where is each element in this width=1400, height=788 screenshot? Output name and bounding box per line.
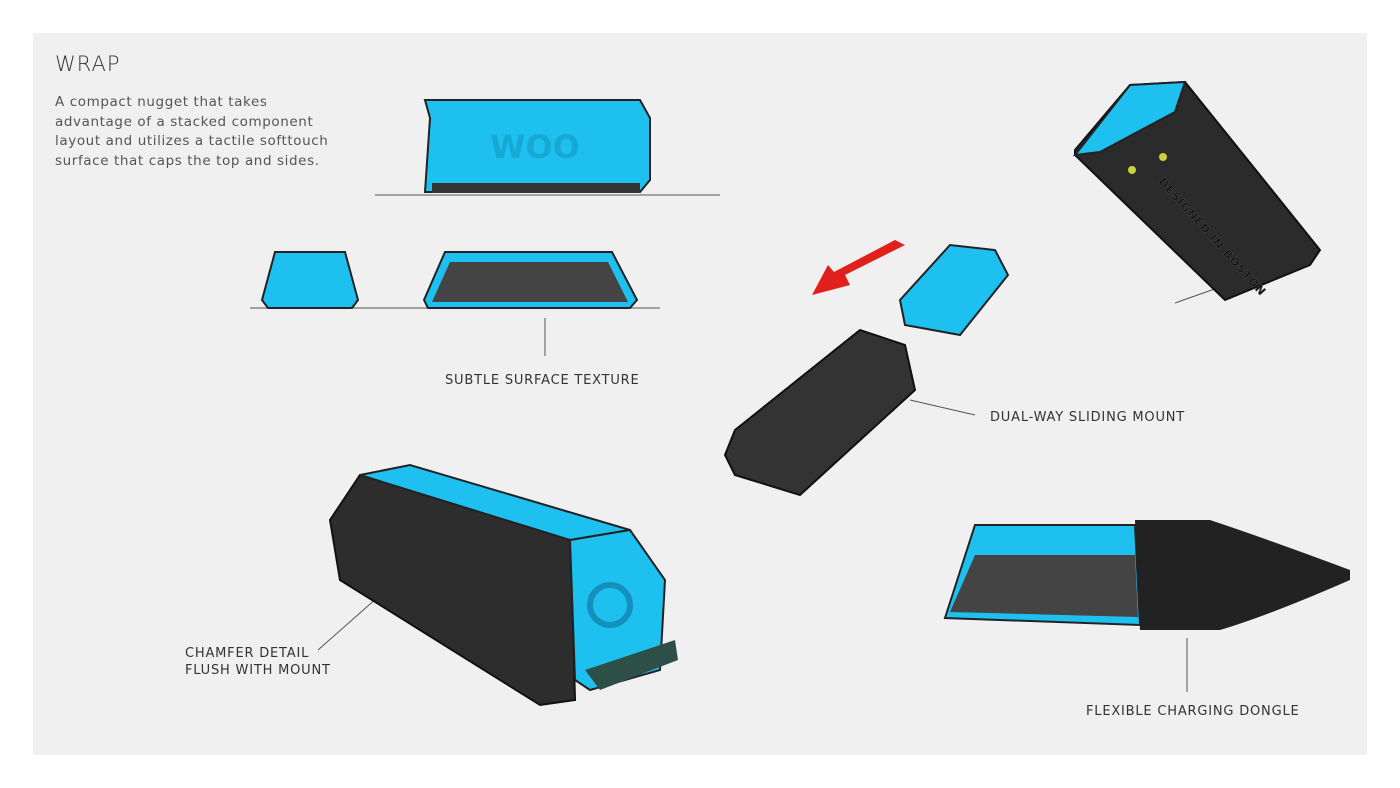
callout-chamfer-line2: FLUSH WITH MOUNT (185, 663, 331, 678)
front-view-sketch: WOO (423, 99, 651, 193)
slide-direction-arrow (812, 240, 905, 295)
callout-chamfer-line1: CHAMFER DETAIL (185, 646, 310, 661)
callout-sliding-mount: DUAL-WAY SLIDING MOUNT (990, 410, 1186, 425)
led-indicator (1159, 153, 1167, 161)
callout-surface-texture: SUBTLE SURFACE TEXTURE (445, 373, 640, 388)
power-icon (587, 582, 633, 628)
description: A compact nugget that takes advantage of… (55, 94, 329, 169)
sliding-mount (723, 328, 917, 497)
underside-view: DESIGNED IN BOSTON (1072, 80, 1322, 302)
callout-charging-dongle: FLEXIBLE CHARGING DONGLE (1086, 704, 1300, 719)
sliding-nugget (898, 243, 1010, 337)
led-indicator (1128, 166, 1136, 174)
perspective-view (328, 463, 678, 707)
charging-dongle-view (943, 520, 1350, 630)
textured-base-sketch (422, 251, 639, 309)
side-view-cap (260, 251, 360, 309)
page-title: WRAP (55, 52, 121, 76)
logo-embossed: WOO (490, 128, 580, 166)
